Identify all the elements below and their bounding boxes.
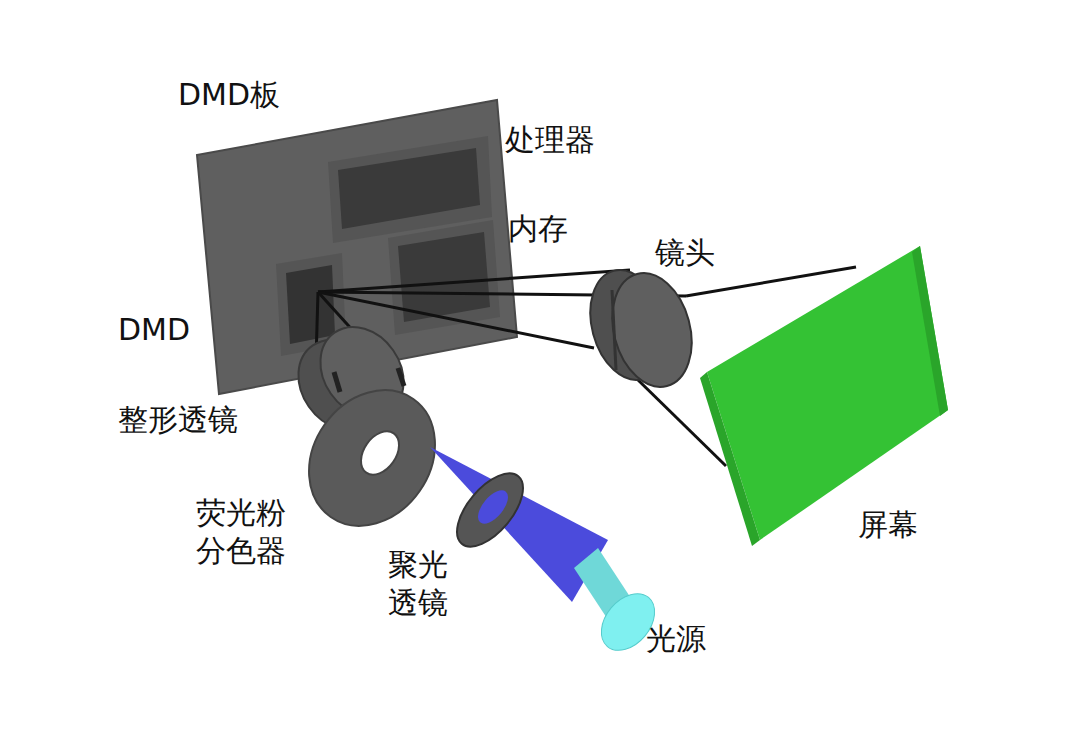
- part-label: 镜头: [655, 234, 715, 272]
- part-label: DMD: [118, 311, 190, 349]
- part-label: 荧光粉 分色器: [196, 494, 295, 570]
- condenser-lens: [445, 462, 535, 558]
- part-label: DMD板: [178, 76, 280, 114]
- part-label: 内存: [508, 210, 568, 248]
- phosphor-wheel: [283, 366, 461, 550]
- part-label: 整形透镜: [118, 401, 238, 439]
- screen: [700, 246, 948, 546]
- part-label: 屏幕: [858, 506, 918, 544]
- memory-chip: [398, 232, 490, 322]
- processor-chip: [338, 148, 480, 229]
- projection-lens: [579, 262, 704, 396]
- part-label: 处理器: [505, 121, 595, 159]
- part-label: 聚光 透镜: [388, 546, 487, 622]
- part-label: 光源: [646, 620, 706, 658]
